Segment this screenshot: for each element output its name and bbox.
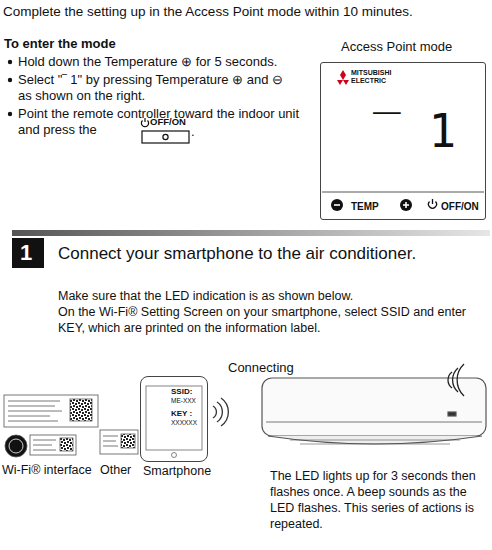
ssid-value: ME-XXX: [171, 397, 196, 405]
beep-sound: [457, 364, 464, 396]
wifi-interface-label: [4, 395, 98, 427]
step-number: 1: [12, 238, 44, 268]
section-heading: Connect your smartphone to the air condi…: [58, 244, 416, 264]
other-label: [103, 441, 116, 442]
remote-display-detail: [322, 70, 484, 211]
paragraph: On the Wi-Fi® Setting Screen on your sma…: [58, 304, 488, 336]
wifi-interface-label: [8, 421, 58, 422]
caption: Smartphone: [143, 463, 211, 479]
wireless-waves: [221, 398, 228, 426]
wifi-interface-label: [33, 450, 56, 451]
bullet-dot: [8, 60, 12, 116]
smartphone: SSID:ME-XXXKEY :XXXXXXSmartphone: [140, 376, 208, 462]
air-conditioner: [268, 436, 482, 444]
bullet-dot: [8, 112, 12, 116]
button-name: OFF/ON: [441, 199, 479, 215]
wireless-waves: [217, 402, 222, 422]
wifi-interface-label: [8, 406, 55, 407]
power-button: [142, 131, 189, 143]
other-label: [103, 436, 118, 437]
caption: Other: [100, 462, 131, 478]
smartphone-screen: [146, 386, 202, 458]
caption: The LED lights up for 3 seconds then fla…: [270, 468, 485, 532]
wifi-interface-label: [8, 411, 62, 412]
instruction: Hold down the Temperature ⊕ for 5 second…: [18, 54, 318, 70]
instruction: Select "‾ 1" by pressing Temperature ⊕ a…: [18, 72, 298, 104]
step-number-text: 1: [12, 241, 40, 265]
smartphone-screen: [172, 453, 177, 458]
paragraph: Make sure that the LED indication is as …: [58, 288, 488, 304]
brand-name: MITSUBISHI ELECTRIC: [351, 69, 395, 85]
wifi-interface-label: [8, 416, 50, 417]
beep-sound: [448, 372, 452, 388]
wifi-interface-label: [8, 401, 60, 402]
wifi-interface-label: [33, 445, 52, 446]
air-conditioner: [290, 440, 460, 441]
ssid-label: SSID:: [171, 387, 192, 397]
power-button: [163, 134, 168, 139]
wifi-interface-label: [5, 435, 27, 457]
other-label: [121, 434, 135, 448]
smartphone-screen: [146, 386, 202, 450]
status-label: Connecting: [228, 360, 294, 376]
lcd-digits: ‾ 1: [373, 105, 456, 157]
remote-display-detail: [432, 199, 433, 204]
subheading: To enter the mode: [4, 36, 116, 52]
intro-note: Complete the setting up in the Access Po…: [3, 4, 489, 20]
punctuation: .: [191, 124, 195, 140]
air-conditioner: [266, 422, 482, 423]
key-label: KEY :: [171, 409, 192, 419]
other-label: [100, 430, 138, 454]
beep-sound: [448, 364, 464, 396]
air-conditioner: [300, 444, 450, 445]
other-label: [103, 446, 118, 447]
air-conditioner: [262, 378, 486, 436]
key-value: XXXXXX: [171, 419, 197, 427]
remote-display-detail: [331, 199, 343, 211]
caption: Wi-Fi® interface: [2, 462, 92, 478]
wifi-interface-label: [9, 439, 23, 453]
wifi-interface-label: [30, 435, 76, 455]
air-conditioner: [448, 412, 456, 416]
wireless-waves: [213, 398, 228, 426]
wifi-interface-label: [60, 438, 73, 451]
remote-display-detail: [337, 70, 349, 85]
section-bar: [12, 230, 490, 236]
remote-display-detail: [334, 204, 340, 206]
wifi-interface-label: [33, 440, 56, 441]
wifi-interface-label: [70, 399, 92, 421]
button-name: OFF/ON: [150, 116, 186, 127]
remote-display: Access Point modeMITSUBISHI ELECTRIC‾ 1T…: [320, 62, 486, 220]
wireless-waves: [213, 406, 216, 418]
remote-display-detail: [400, 199, 412, 211]
other-label: [100, 430, 138, 454]
display-heading: Access Point mode: [341, 39, 452, 55]
button-name: TEMP: [351, 199, 379, 215]
wifi-interface-label: [4, 395, 98, 457]
remote-display-detail: [405, 202, 407, 208]
bullet-dot: [8, 78, 12, 82]
bullet-dot: [8, 60, 12, 64]
air-conditioner: [262, 378, 486, 444]
remote-display-detail: [322, 191, 484, 192]
